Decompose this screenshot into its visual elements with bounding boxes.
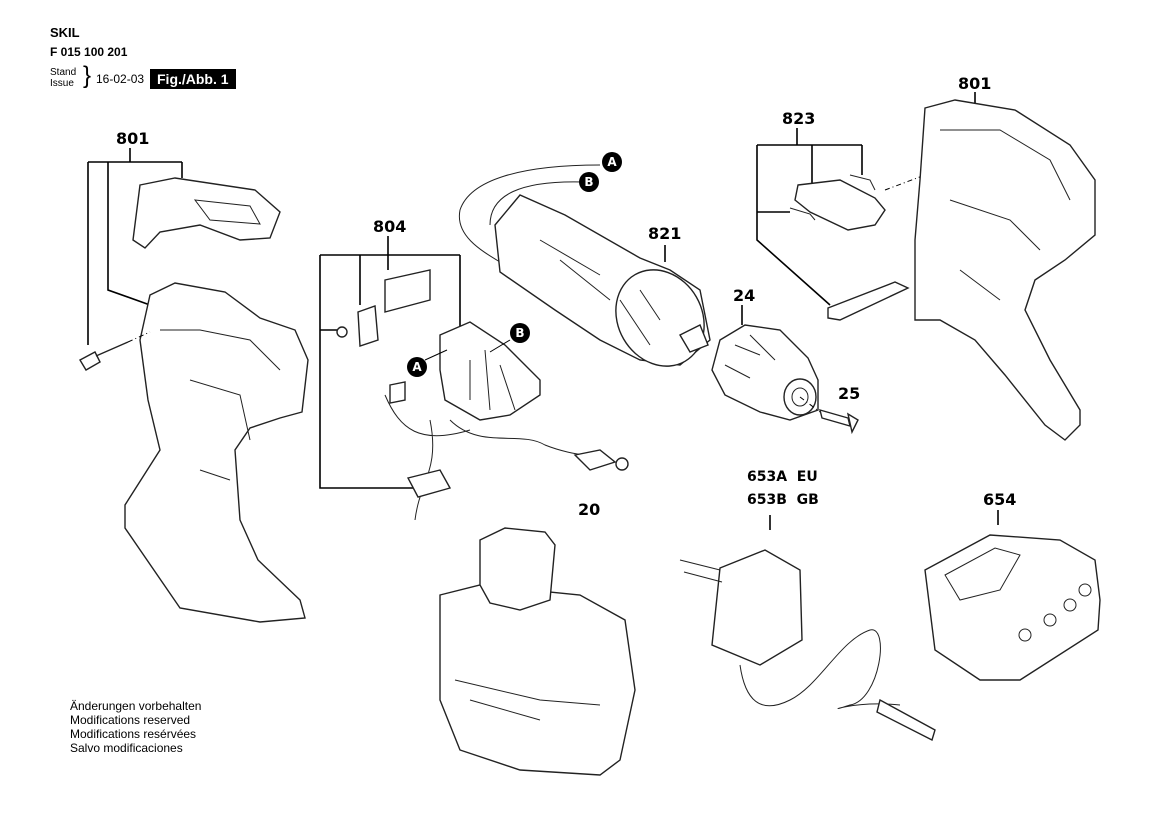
connector-b-top-text: B (584, 175, 593, 189)
label-653a: 653A EU (747, 469, 818, 485)
connector-a-top-text: A (607, 155, 617, 169)
label-804: 804 (373, 217, 407, 236)
label-20: 20 (578, 500, 601, 519)
brand-name: SKIL (50, 25, 80, 40)
leader-804 (319, 236, 461, 489)
stand-label: Stand (50, 67, 77, 78)
issue-date: 16-02-03 (96, 72, 145, 86)
connector-b-switch: B (489, 323, 530, 353)
screw-left (79, 331, 151, 371)
modifications-notice: Änderungen vorbehalten Modifications res… (70, 699, 201, 755)
connector-a-switch-text: A (412, 360, 422, 374)
part-number: F 015 100 201 (50, 45, 128, 59)
label-801-left: 801 (116, 129, 150, 148)
connector-a-top: A (602, 152, 622, 172)
part-25-screw (799, 396, 859, 435)
label-654: 654 (983, 490, 1017, 509)
note-fr: Modifications resérvées (70, 727, 197, 741)
leader-823 (756, 128, 863, 306)
note-de: Änderungen vorbehalten (70, 699, 202, 713)
connector-b-top: B (579, 172, 599, 192)
label-821: 821 (648, 224, 682, 243)
figure-label: Fig./Abb. 1 (150, 69, 236, 89)
note-es: Salvo modificaciones (70, 741, 183, 755)
connector-b-switch-text: B (515, 326, 524, 340)
part-804-switch-assembly (336, 269, 629, 521)
note-en: Modifications reserved (70, 713, 191, 727)
part-823-battery-contacts (789, 174, 926, 321)
part-653-charger-plug (679, 549, 936, 742)
label-24: 24 (733, 286, 756, 305)
part-24-chuck (711, 324, 819, 421)
part-battery (439, 527, 636, 776)
brace-symbol: } (83, 62, 92, 89)
part-801-housing-left (124, 282, 309, 623)
connector-a-switch: A (407, 349, 448, 377)
label-653b: 653B GB (747, 492, 819, 508)
label-823: 823 (782, 109, 816, 128)
label-801-right: 801 (958, 74, 992, 93)
part-654-charger-base (924, 534, 1101, 681)
part-821-motor-gearbox (458, 164, 711, 367)
part-801-housing-right (914, 99, 1096, 441)
label-25: 25 (838, 384, 861, 403)
stand-issue-label: Stand Issue (50, 67, 76, 89)
part-801-top-cover (132, 177, 281, 249)
leader-801-left (87, 148, 183, 345)
issue-label: Issue (50, 78, 74, 89)
